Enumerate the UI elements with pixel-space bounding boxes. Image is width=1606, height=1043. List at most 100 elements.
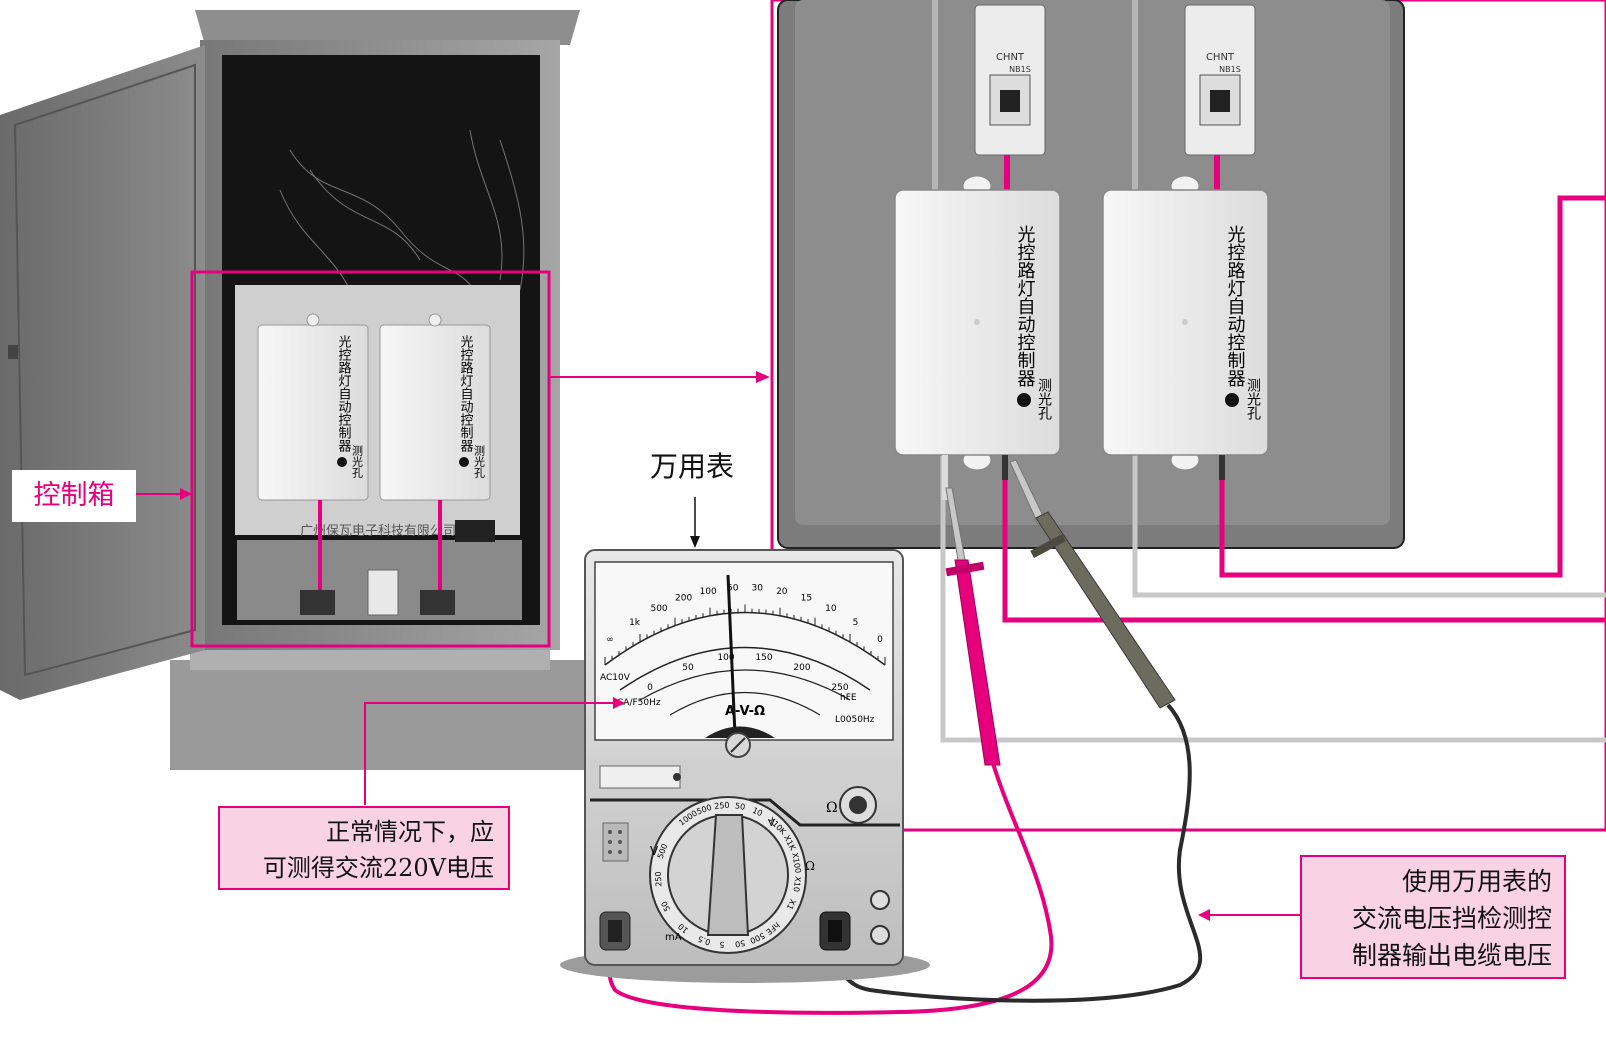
cabinet-breaker — [367, 569, 399, 616]
dial-v-letter: V — [650, 844, 659, 858]
ohm-scale-label: 100 — [700, 587, 717, 597]
breaker-left-model: NB1S — [1009, 65, 1031, 74]
output-wire-left — [1002, 470, 1606, 623]
cabinet-controller-left-sensor-dot — [337, 457, 347, 467]
ohm-scale-label: 20 — [776, 587, 788, 597]
ohm-scale-label: 1k — [629, 618, 641, 628]
method-callout-arrow-head — [1198, 909, 1210, 921]
callout-normal-reading-line-2: 可测得交流220V电压 — [262, 854, 494, 882]
reading-callout-arrow-line — [364, 702, 615, 805]
label-multimeter-text: 万用表 — [650, 450, 735, 483]
dc-scale-label: 100 — [717, 653, 734, 663]
breaker-left-brand: CHNT — [996, 52, 1025, 63]
ohm-scale-label: 200 — [675, 594, 692, 604]
controller-right-sensor-dot — [1225, 393, 1239, 407]
scale-label-ac10v: AC10V — [600, 673, 631, 683]
grey-wire-inner — [1132, 455, 1606, 598]
ohm-zero-knob-label: Ω — [826, 800, 838, 816]
jack-extra-2[interactable] — [870, 925, 890, 945]
plate-maker-text: 广州保瓦电子科技有限公司 — [300, 524, 456, 539]
red-test-lead — [607, 759, 1054, 1015]
dial-vdc-label: 10 — [751, 806, 764, 818]
terminal-block-right — [420, 590, 455, 615]
cabinet-controller-left-label: 光控路灯自动控制器 — [336, 335, 352, 453]
cabinet-roof — [195, 10, 580, 45]
terminal-block-left — [300, 590, 335, 615]
controller-right: 光控路灯自动控制器 测光孔 — [1102, 175, 1269, 471]
callout-control-box: 控制箱 — [12, 470, 136, 522]
grey-wire-outer — [940, 455, 1606, 743]
ohm-scale-label: ∞ — [606, 635, 614, 645]
door-latch — [8, 345, 18, 359]
cabinet-controller-left: 光控路灯自动控制器 测光孔 — [257, 313, 369, 501]
meter-led — [673, 773, 681, 781]
scale-label-hfe: hFE — [840, 693, 857, 703]
reading-callout-arrow-head — [613, 697, 625, 709]
ohm-scale-label: 0 — [877, 635, 883, 645]
cabinet-controller-right-sensor-dot — [459, 457, 469, 467]
meter-dial-window — [594, 561, 894, 741]
callout-normal-reading: 正常情况下，应 可测得交流220V电压 — [218, 806, 510, 890]
controller-left-sensor-dot — [1017, 393, 1031, 407]
dial-ma-label: 250 — [654, 871, 664, 887]
meter-hfe-socket — [602, 822, 629, 862]
ohm-scale-label: 5 — [853, 618, 859, 628]
ohm-scale-label: 50 — [727, 583, 739, 593]
jack-extra-1[interactable] — [870, 890, 890, 910]
controller-left-label: 光控路灯自动控制器 — [1015, 225, 1036, 387]
red-probe — [945, 487, 1001, 766]
zoom-arrow-head — [756, 371, 770, 383]
enlarged-panel-inner — [795, 0, 1390, 525]
dc-scale-label: 50 — [682, 663, 694, 673]
plate-indicator — [455, 520, 495, 542]
dial-v-letter-top: V — [768, 818, 775, 829]
cabinet-controller-right-label: 光控路灯自动控制器 — [458, 335, 474, 453]
scale-label-l0050: L0050Hz — [835, 715, 875, 725]
concrete-base — [170, 660, 590, 770]
dc-scale-label: 250 — [831, 683, 848, 693]
scale-arc-hfe — [669, 692, 821, 716]
dial-vdc-label: 50 — [734, 801, 746, 812]
controller-left: 光控路灯自动控制器 测光孔 — [894, 175, 1061, 471]
cabinet-controller-right: 光控路灯自动控制器 测光孔 — [379, 313, 491, 501]
scale-arc-dc — [619, 646, 871, 691]
meter-battery-window — [599, 765, 681, 789]
label-multimeter: 万用表 — [650, 447, 734, 487]
meter-needle — [726, 574, 737, 736]
dial-bottom-label: 5 — [719, 940, 725, 949]
scale-arc-ohm — [604, 611, 886, 666]
callout-control-box-text: 控制箱 — [33, 480, 115, 511]
controller-right-sensor: 测光孔 — [1245, 378, 1261, 421]
breaker-left: CHNT NB1S — [974, 4, 1046, 156]
black-probe — [1009, 459, 1176, 709]
dc-scale-label: 150 — [755, 653, 772, 663]
dial-ohm-label: X1 — [785, 898, 798, 911]
callout-method-line-1: 使用万用表的 — [1401, 867, 1552, 896]
ohm-scale-label: 500 — [650, 604, 667, 614]
output-wire-right — [1219, 195, 1606, 578]
dial-bottom-label: 50 — [734, 938, 746, 949]
meter-function-label: A-V-Ω — [725, 704, 765, 719]
cabinet-controller-right-sensor: 测光孔 — [473, 445, 486, 479]
range-selector-pointer[interactable] — [706, 814, 750, 936]
breaker-right-model: NB1S — [1219, 65, 1241, 74]
meter-label-arrow-head — [690, 536, 700, 548]
ohm-scale-label: 30 — [752, 583, 764, 593]
dial-vdc-label: 250 — [714, 801, 730, 811]
dial-bottom-label: 0.5 — [697, 934, 712, 947]
control-cabinet: 广州保瓦电子科技有限公司 光控路灯自动控制器 测光孔 光控路灯自动控制器 测光孔 — [0, 10, 590, 770]
callout-normal-reading-line-1: 正常情况下，应 — [326, 818, 494, 846]
ohm-scale-label: 10 — [825, 604, 837, 614]
breaker-right-brand: CHNT — [1206, 52, 1235, 63]
callout-method-line-3: 制器输出电缆电压 — [1351, 941, 1552, 970]
dial-ohm-letter: Ω — [805, 859, 815, 873]
ohm-scale-label: 15 — [801, 594, 812, 604]
highlight-frame — [190, 270, 551, 648]
dc-scale-label: 0 — [647, 683, 653, 693]
cabinet-controller-left-sensor: 测光孔 — [351, 445, 364, 479]
dial-ohm-label: X10 — [791, 876, 802, 893]
